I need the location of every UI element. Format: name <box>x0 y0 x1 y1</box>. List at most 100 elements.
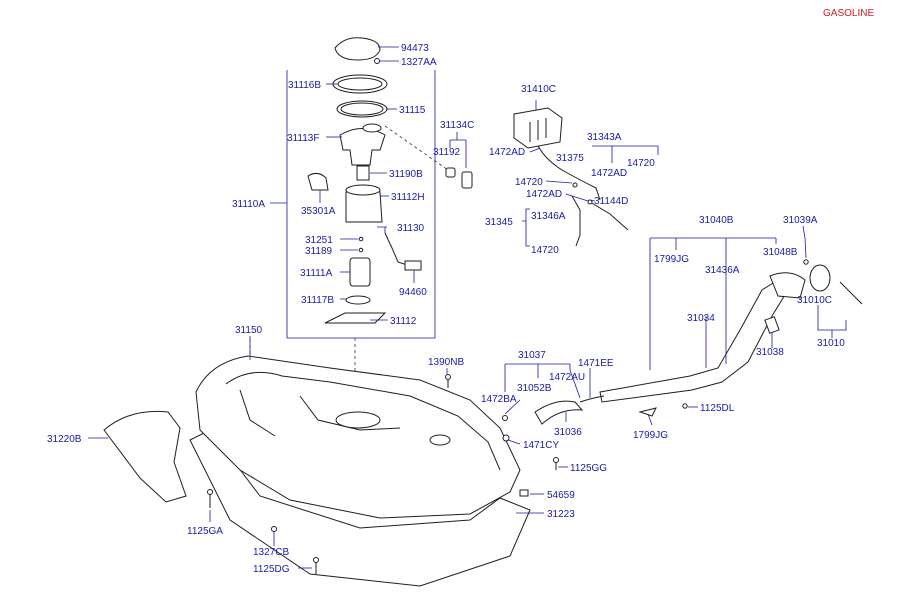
tank-protector-31220B[interactable] <box>103 410 187 503</box>
label-31150[interactable]: 31150 <box>235 325 263 336</box>
label-31113F[interactable]: 31113F <box>287 133 319 144</box>
filler-neck-assembly <box>534 259 863 425</box>
nut-1327CB[interactable] <box>271 526 277 532</box>
label-31112H[interactable]: 31112H <box>391 192 425 203</box>
label-1327CB[interactable]: 1327CB <box>253 547 289 558</box>
pump-part-31190B[interactable] <box>356 165 370 181</box>
clip-1472BA[interactable] <box>502 415 508 421</box>
label-94473[interactable]: 94473 <box>401 43 429 54</box>
label-31110A[interactable]: 31110A <box>232 199 265 210</box>
label-31346A[interactable]: 31346A <box>531 211 566 222</box>
label-31189[interactable]: 31189 <box>305 246 333 257</box>
leader-lines <box>88 46 847 569</box>
label-1472AU[interactable]: 1472AU <box>549 372 585 383</box>
label-31223[interactable]: 31223 <box>547 509 575 520</box>
part-31134C[interactable] <box>461 171 473 189</box>
pump-nut-1327AA[interactable] <box>374 58 380 64</box>
label-14720-c[interactable]: 14720 <box>531 245 559 256</box>
label-1125GA[interactable]: 1125GA <box>187 526 223 537</box>
label-31116B[interactable]: 31116B <box>288 80 321 91</box>
part-31189[interactable] <box>358 247 364 253</box>
label-54659[interactable]: 54659 <box>547 490 575 501</box>
pump-cover-94473[interactable] <box>334 37 381 61</box>
label-31038[interactable]: 31038 <box>756 347 784 358</box>
hose-31346A[interactable] <box>571 195 581 247</box>
label-1472BA[interactable]: 1472BA <box>481 394 517 405</box>
label-31192[interactable]: 31192 <box>433 147 461 158</box>
sender-35301A[interactable] <box>307 172 329 191</box>
label-31039A[interactable]: 31039A <box>783 215 818 226</box>
label-31134C[interactable]: 31134C <box>440 120 474 131</box>
clip-1799JG[interactable] <box>638 407 657 417</box>
label-31010C[interactable]: 31010C <box>797 295 832 306</box>
label-1125GG[interactable]: 1125GG <box>570 463 607 474</box>
label-31048B[interactable]: 31048B <box>763 247 798 258</box>
label-31375[interactable]: 31375 <box>556 153 584 164</box>
label-1327AA[interactable]: 1327AA <box>401 57 437 68</box>
tether-31039A[interactable] <box>839 281 863 305</box>
label-1471EE[interactable]: 1471EE <box>578 358 614 369</box>
pad-54659[interactable] <box>519 489 529 497</box>
fuel-pump-assembly <box>286 37 473 410</box>
filler-pipe-31034[interactable] <box>599 279 789 403</box>
label-31115[interactable]: 31115 <box>399 105 426 116</box>
pump-flange-31113F[interactable] <box>339 128 386 166</box>
hose-31375[interactable] <box>537 145 601 201</box>
fuel-type-tag: GASOLINE <box>823 8 874 19</box>
ring-31117B[interactable] <box>345 295 371 305</box>
neck-ring-31048B[interactable] <box>769 272 806 299</box>
hose-31036[interactable] <box>534 400 584 425</box>
pump-base-31112[interactable] <box>324 312 387 324</box>
label-31343A[interactable]: 31343A <box>587 132 622 143</box>
label-31036[interactable]: 31036 <box>554 427 582 438</box>
label-1125DL[interactable]: 1125DL <box>700 403 735 414</box>
pump-opening <box>335 411 381 429</box>
fuel-tank-31150[interactable] <box>195 355 521 519</box>
label-31410C[interactable]: 31410C <box>521 84 556 95</box>
label-1472AD-b[interactable]: 1472AD <box>591 168 627 179</box>
label-1390NB[interactable]: 1390NB <box>428 357 464 368</box>
label-31052B[interactable]: 31052B <box>517 383 552 394</box>
part-31192[interactable] <box>445 167 456 178</box>
label-31251[interactable]: 31251 <box>305 235 333 246</box>
label-31034[interactable]: 31034 <box>687 313 715 324</box>
hose-31037[interactable] <box>579 395 605 403</box>
label-31111A[interactable]: 31111A <box>300 268 333 279</box>
tank-cover-31223[interactable] <box>189 429 531 587</box>
label-94460[interactable]: 94460 <box>399 287 427 298</box>
wire-31130[interactable] <box>384 232 411 267</box>
label-31220B[interactable]: 31220B <box>47 434 82 445</box>
seal-31038[interactable] <box>764 316 780 334</box>
label-1125DG[interactable]: 1125DG <box>253 564 290 575</box>
label-1799JG-b[interactable]: 1799JG <box>633 430 668 441</box>
pump-31111A[interactable] <box>349 257 371 287</box>
label-31190B[interactable]: 31190B <box>389 169 423 180</box>
label-31037[interactable]: 31037 <box>518 350 546 361</box>
label-1472AD-a[interactable]: 1472AD <box>489 147 525 158</box>
clip-1471CY[interactable] <box>502 434 510 442</box>
float-94460[interactable] <box>404 260 422 271</box>
part-31251[interactable] <box>358 236 364 242</box>
label-31436A[interactable]: 31436A <box>705 265 740 276</box>
label-1799JG-a[interactable]: 1799JG <box>654 254 689 265</box>
canister-assembly <box>513 107 629 247</box>
label-31144D[interactable]: 31144D <box>594 196 628 207</box>
label-14720-a[interactable]: 14720 <box>627 158 655 169</box>
pipe-31144D[interactable] <box>589 201 629 231</box>
bolt-31039A[interactable] <box>803 259 809 265</box>
label-1472AD-c[interactable]: 1472AD <box>526 189 562 200</box>
label-14720-b[interactable]: 14720 <box>515 177 543 188</box>
bolt-1125DL[interactable] <box>682 403 688 409</box>
part-labels: 94473 1327AA 31116B 31115 31113F 31134C … <box>47 43 845 575</box>
label-35301A[interactable]: 35301A <box>301 206 336 217</box>
label-31345[interactable]: 31345 <box>485 217 513 228</box>
pump-body-31112H[interactable] <box>345 191 383 223</box>
label-1471CY[interactable]: 1471CY <box>523 440 559 451</box>
label-31040B[interactable]: 31040B <box>699 215 734 226</box>
label-31130[interactable]: 31130 <box>397 223 425 234</box>
filler-cap-31010C[interactable] <box>809 264 831 292</box>
label-31117B[interactable]: 31117B <box>301 295 334 306</box>
label-31112[interactable]: 31112 <box>390 316 417 327</box>
label-31010[interactable]: 31010 <box>817 338 845 349</box>
